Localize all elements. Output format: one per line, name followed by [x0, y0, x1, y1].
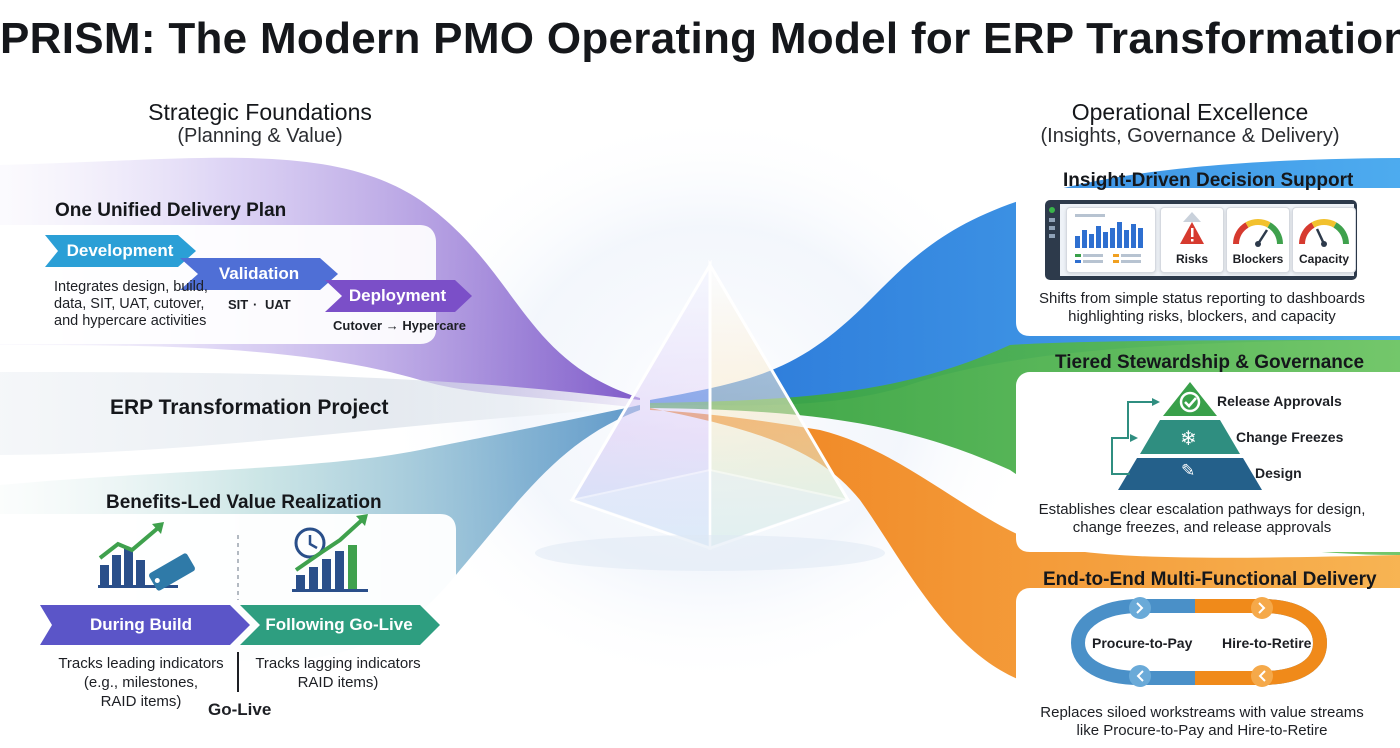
clock-chart-icon: [292, 514, 368, 592]
governance-title: Tiered Stewardship & Governance: [1055, 352, 1365, 373]
tier-change-freezes: Change Freezes: [1236, 429, 1344, 445]
phase-detail-dot: ·: [253, 297, 258, 312]
phase-deployment: Deployment: [348, 286, 447, 305]
pencil-icon: ✎: [1181, 461, 1196, 480]
capacity-card: Capacity: [1292, 207, 1356, 273]
prism-graphic: [535, 259, 885, 571]
dashboard-chart-card: [1066, 207, 1156, 273]
risks-card: Risks: [1160, 207, 1224, 273]
gauge-icon: [1233, 219, 1283, 247]
stream-hire-to-retire: Hire-to-Retire: [1222, 635, 1312, 651]
during-desc-3: RAID items): [100, 693, 182, 710]
risks-label: Risks: [1175, 252, 1209, 266]
warning-icon: [1180, 212, 1204, 244]
plan-description-1: Integrates design, build,: [54, 279, 208, 295]
plan-description-2: data, SIT, UAT, cutover,: [54, 296, 205, 312]
snowflake-icon: ❄: [1180, 428, 1197, 450]
stream-procure-to-pay: Procure-to-Pay: [1092, 635, 1193, 651]
blockers-label: Blockers: [1232, 252, 1284, 266]
project-label: ERP Transformation Project: [110, 396, 389, 419]
delivery-desc-1: Replaces siloed workstreams with value s…: [1040, 704, 1364, 721]
during-build-tag: During Build: [90, 615, 192, 634]
tier-design: Design: [1255, 465, 1302, 481]
left-heading: Strategic Foundations: [148, 99, 372, 125]
governance-pyramid: [1111, 382, 1262, 490]
tier-release-approvals: Release Approvals: [1217, 393, 1342, 409]
delivery-title: End-to-End Multi-Functional Delivery: [1043, 569, 1377, 590]
following-desc-2: RAID items): [297, 674, 379, 691]
governance-desc-2: change freezes, and release approvals: [1072, 519, 1332, 536]
during-desc-2: (e.g., milestones,: [83, 674, 199, 691]
page-title: PRISM: The Modern PMO Operating Model fo…: [0, 14, 1400, 63]
following-go-live-tag: Following Go-Live: [265, 615, 413, 634]
phase-validation: Validation: [218, 264, 300, 283]
plan-title: One Unified Delivery Plan: [55, 200, 287, 221]
insight-desc-1: Shifts from simple status reporting to d…: [1039, 290, 1365, 307]
right-subheading: (Insights, Governance & Delivery): [1040, 125, 1340, 147]
value-stream-loop: [1070, 597, 1328, 687]
delivery-desc-2: like Procure-to-Pay and Hire-to-Retire: [1076, 722, 1328, 739]
during-desc-1: Tracks leading indicators: [58, 655, 224, 672]
value-chart-icon: [98, 522, 195, 591]
deployment-detail: Cutover → Hypercare: [333, 318, 466, 333]
plan-description-3: and hypercare activities: [54, 313, 207, 329]
right-heading: Operational Excellence: [1071, 99, 1309, 125]
phase-detail-sit: SIT: [228, 297, 249, 312]
phase-development: Development: [66, 241, 174, 260]
governance-desc-1: Establishes clear escalation pathways fo…: [1038, 501, 1366, 518]
blockers-card: Blockers: [1226, 207, 1290, 273]
capacity-label: Capacity: [1298, 252, 1350, 266]
benefits-title: Benefits-Led Value Realization: [106, 492, 382, 513]
gauge-icon: [1299, 219, 1349, 247]
insight-title: Insight-Driven Decision Support: [1063, 170, 1354, 191]
following-desc-1: Tracks lagging indicators: [255, 655, 421, 672]
bar-chart-icon: [1075, 214, 1143, 263]
phase-detail-uat: UAT: [265, 297, 291, 312]
go-live-label: Go-Live: [208, 700, 272, 719]
left-subheading: (Planning & Value): [177, 125, 343, 147]
insight-desc-2: highlighting risks, blockers, and capaci…: [1068, 308, 1336, 325]
